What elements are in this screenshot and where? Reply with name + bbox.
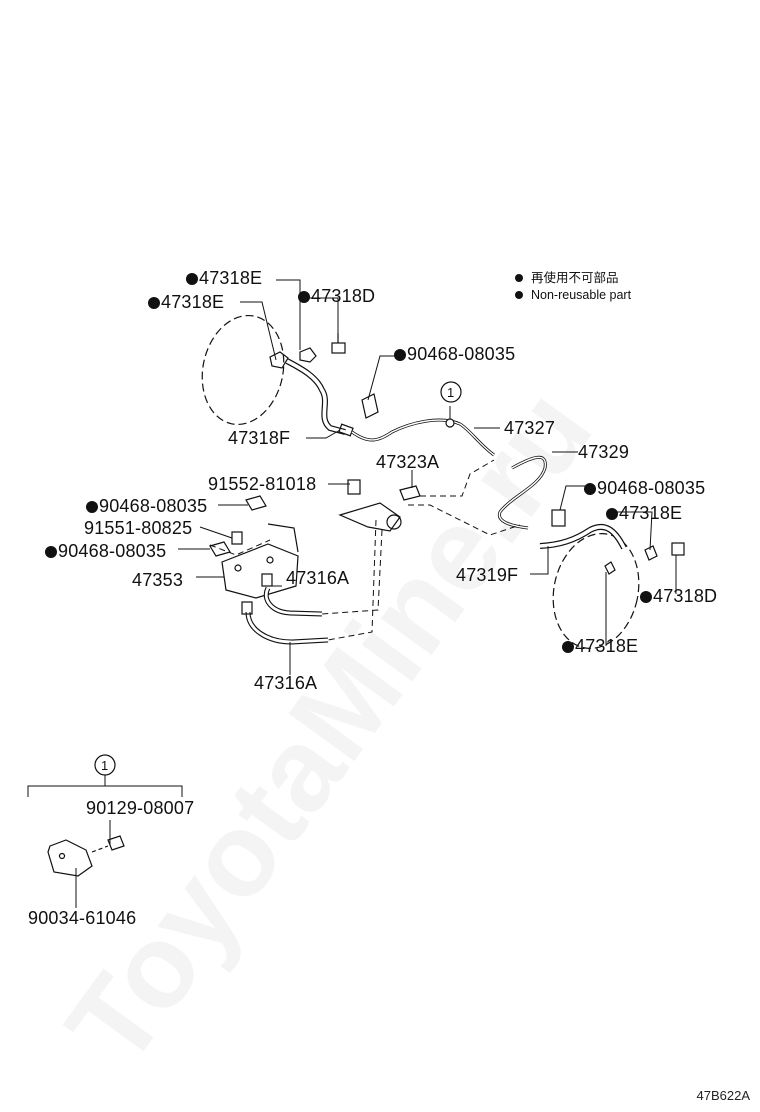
clip-90468-mid-a bbox=[245, 495, 267, 511]
callout-circle-kit bbox=[94, 754, 116, 776]
left-disc-outline bbox=[201, 314, 285, 426]
label-47318E-a: 47318E bbox=[186, 268, 262, 288]
bolt-47318D-right bbox=[671, 542, 685, 556]
callout-circle-top bbox=[440, 381, 462, 403]
non-reusable-marker bbox=[562, 641, 574, 653]
label-47318D-a: 47318D bbox=[298, 286, 375, 306]
non-reusable-marker bbox=[186, 273, 198, 285]
clip-47318E-right bbox=[644, 545, 658, 561]
joint-47323A bbox=[399, 485, 421, 501]
right-disc-outline bbox=[552, 532, 640, 650]
bolt-91551 bbox=[231, 531, 243, 545]
label-91551: 91551-80825 bbox=[84, 518, 193, 538]
label-90034: 90034-61046 bbox=[28, 908, 137, 928]
label-47318E-b: 47318E bbox=[148, 292, 224, 312]
clip-90468-mid-b bbox=[209, 541, 231, 557]
label-47316A-b: 47316A bbox=[254, 673, 318, 693]
non-reusable-marker bbox=[148, 297, 160, 309]
label-47318D-b: 47318D bbox=[640, 586, 717, 606]
label-90468-b: 90468-08035 bbox=[584, 478, 705, 498]
legend-dot-icon bbox=[515, 274, 523, 282]
label-47353: 47353 bbox=[132, 570, 184, 590]
label-47316A-a: 47316A bbox=[286, 568, 350, 588]
clip-90468-right bbox=[551, 509, 566, 527]
label-47319F: 47319F bbox=[456, 565, 519, 585]
bolt-47318D-left bbox=[331, 342, 346, 354]
non-reusable-marker bbox=[394, 349, 406, 361]
clip-90468-left bbox=[361, 393, 379, 419]
bolt-91552 bbox=[347, 479, 361, 495]
non-reusable-marker bbox=[45, 546, 57, 558]
non-reusable-marker bbox=[640, 591, 652, 603]
hose-47316A-b bbox=[245, 611, 329, 645]
label-90468-c: 90468-08035 bbox=[86, 496, 207, 516]
non-reusable-marker bbox=[298, 291, 310, 303]
callout-number-top: 1 bbox=[447, 385, 455, 400]
legend-en: Non-reusable part bbox=[531, 288, 632, 302]
bracket-90034 bbox=[47, 839, 93, 877]
label-91552: 91552-81018 bbox=[208, 474, 317, 494]
label-47318E-d: 47318E bbox=[562, 636, 638, 656]
non-reusable-marker bbox=[606, 508, 618, 520]
hose-47318F bbox=[285, 358, 346, 435]
legend-jp: 再使用不可部品 bbox=[531, 271, 619, 285]
legend: 再使用不可部品 Non-reusable part bbox=[515, 270, 631, 304]
diagram-code: 47B622A bbox=[696, 1088, 751, 1103]
non-reusable-marker bbox=[86, 501, 98, 513]
non-reusable-marker bbox=[584, 483, 596, 495]
label-90468-d: 90468-08035 bbox=[45, 541, 166, 561]
label-47318F: 47318F bbox=[228, 428, 291, 448]
label-47318E-c: 47318E bbox=[606, 503, 682, 523]
label-47323A: 47323A bbox=[376, 452, 440, 472]
hose-fitting-left bbox=[338, 423, 354, 437]
label-90129: 90129-08007 bbox=[86, 798, 195, 818]
callout-number-kit: 1 bbox=[101, 758, 109, 773]
label-90468-a: 90468-08035 bbox=[394, 344, 515, 364]
legend-dot-icon bbox=[515, 291, 523, 299]
label-47329: 47329 bbox=[578, 442, 630, 462]
tube-47327 bbox=[351, 418, 495, 457]
bracket-47353 bbox=[221, 543, 299, 599]
bolt-90129 bbox=[107, 835, 125, 851]
label-47327: 47327 bbox=[504, 418, 556, 438]
